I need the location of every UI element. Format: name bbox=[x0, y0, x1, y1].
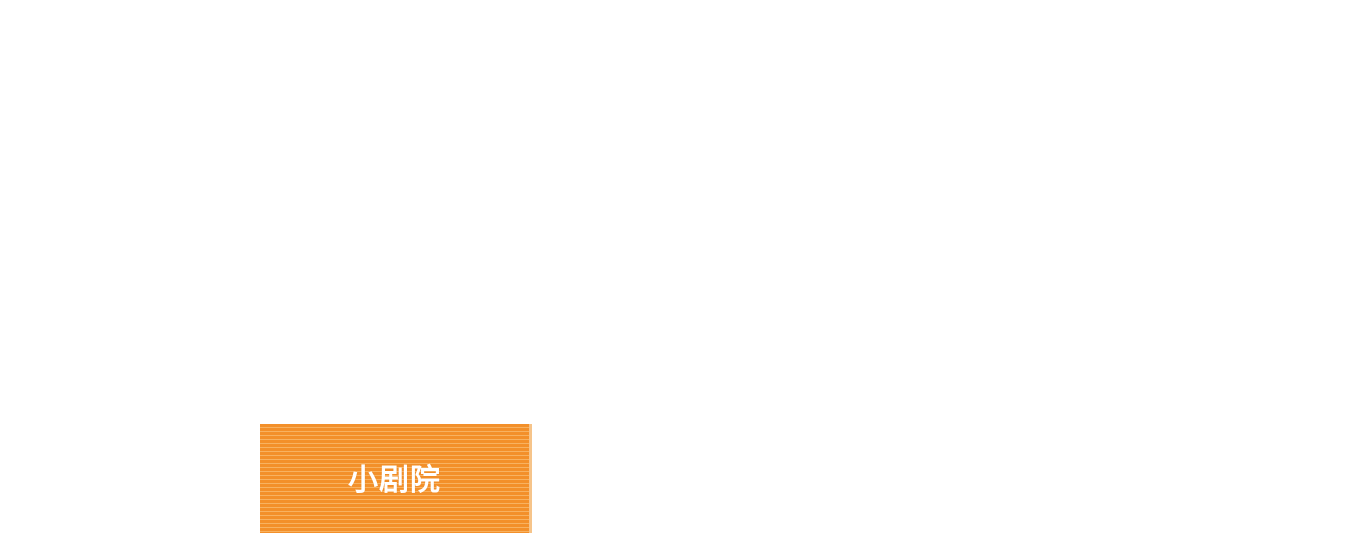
small-theater-label: 小剧院 bbox=[348, 462, 441, 498]
small-theater-tile-button[interactable]: 小剧院 bbox=[260, 424, 532, 533]
